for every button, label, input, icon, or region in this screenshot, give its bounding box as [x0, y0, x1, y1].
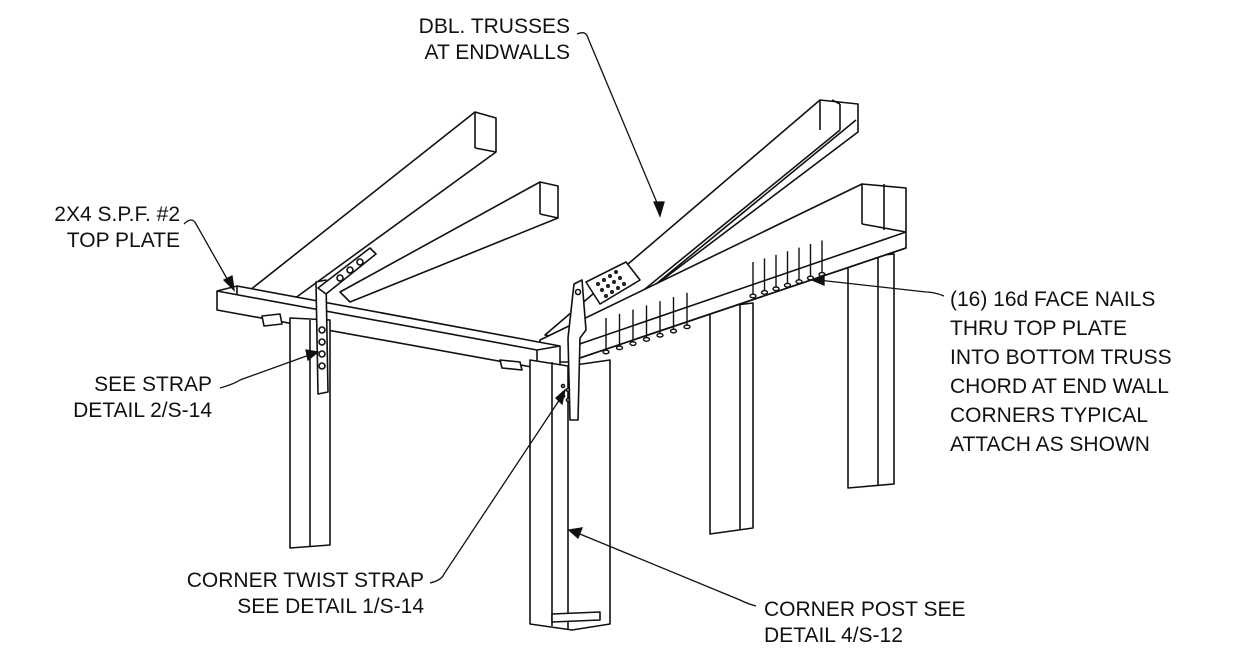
face-nails-callout-line1: (16) 16d FACE NAILS: [950, 288, 1156, 311]
nail-head: [656, 332, 664, 338]
trusses-callout-line2: AT ENDWALLS: [424, 41, 570, 64]
top-plate-callout: 2X4 S.P.F. #2 TOP PLATE: [0, 202, 180, 254]
twist-strap: [560, 279, 587, 421]
top-plate-callout-line2: TOP PLATE: [66, 229, 180, 252]
face-nails: [602, 240, 826, 355]
face-nails-callout-line2: THRU TOP PLATE: [950, 317, 1127, 340]
corner-post: [529, 359, 611, 631]
twist-strap-callout-line2: SEE DETAIL 1/S-14: [237, 595, 424, 618]
face-nails-callout-line5: CORNERS TYPICAL: [950, 404, 1148, 427]
strap: [315, 247, 377, 395]
middle-post: [709, 302, 754, 535]
nail-head: [602, 349, 610, 355]
nail-head: [683, 324, 691, 330]
top-plate-leader: [183, 219, 235, 292]
far-post: [847, 253, 895, 489]
nail-head: [629, 341, 637, 347]
gusset-plate: [585, 261, 641, 305]
top-plate-callout-line1: 2X4 S.P.F. #2: [54, 203, 180, 226]
left-rafter-2: [339, 181, 559, 303]
face-nails-leader: [810, 274, 945, 297]
face-nails-callout: (16) 16d FACE NAILS THRU TOP PLATE INTO …: [950, 285, 1230, 459]
face-nails-callout-line4: CHORD AT END WALL: [950, 375, 1169, 398]
nail-head: [783, 282, 792, 288]
corner-post-callout-line2: DETAIL 4/S-12: [764, 624, 903, 647]
corner-post-callout: CORNER POST SEE DETAIL 4/S-12: [764, 597, 1024, 649]
strap-callout-line1: SEE STRAP: [94, 373, 212, 396]
nail-head: [806, 275, 815, 281]
corner-post-callout-line1: CORNER POST SEE: [764, 598, 966, 621]
nail-head: [760, 289, 769, 295]
strap-callout: SEE STRAP DETAIL 2/S-14: [0, 372, 212, 424]
twist-strap-leader: [429, 388, 567, 584]
corner-post-leader: [567, 527, 757, 607]
trusses-callout: DBL. TRUSSES AT ENDWALLS: [370, 14, 570, 66]
trusses-leader: [576, 32, 665, 218]
nail-head: [642, 336, 651, 342]
nail-head: [669, 328, 678, 334]
twist-strap-callout-line1: CORNER TWIST STRAP: [186, 569, 424, 592]
trusses-callout-line1: DBL. TRUSSES: [418, 15, 570, 38]
strap-leader: [219, 349, 320, 389]
nail-head: [615, 345, 624, 351]
top-plate: [216, 285, 561, 371]
strap-callout-line2: DETAIL 2/S-14: [73, 399, 212, 422]
nail-head: [749, 293, 757, 299]
twist-strap-callout: CORNER TWIST STRAP SEE DETAIL 1/S-14: [100, 568, 424, 620]
face-nails-callout-line6: ATTACH AS SHOWN: [950, 433, 1150, 456]
face-nails-callout-line3: INTO BOTTOM TRUSS: [950, 346, 1172, 369]
nail-head: [772, 286, 780, 292]
nail-head: [795, 279, 803, 285]
